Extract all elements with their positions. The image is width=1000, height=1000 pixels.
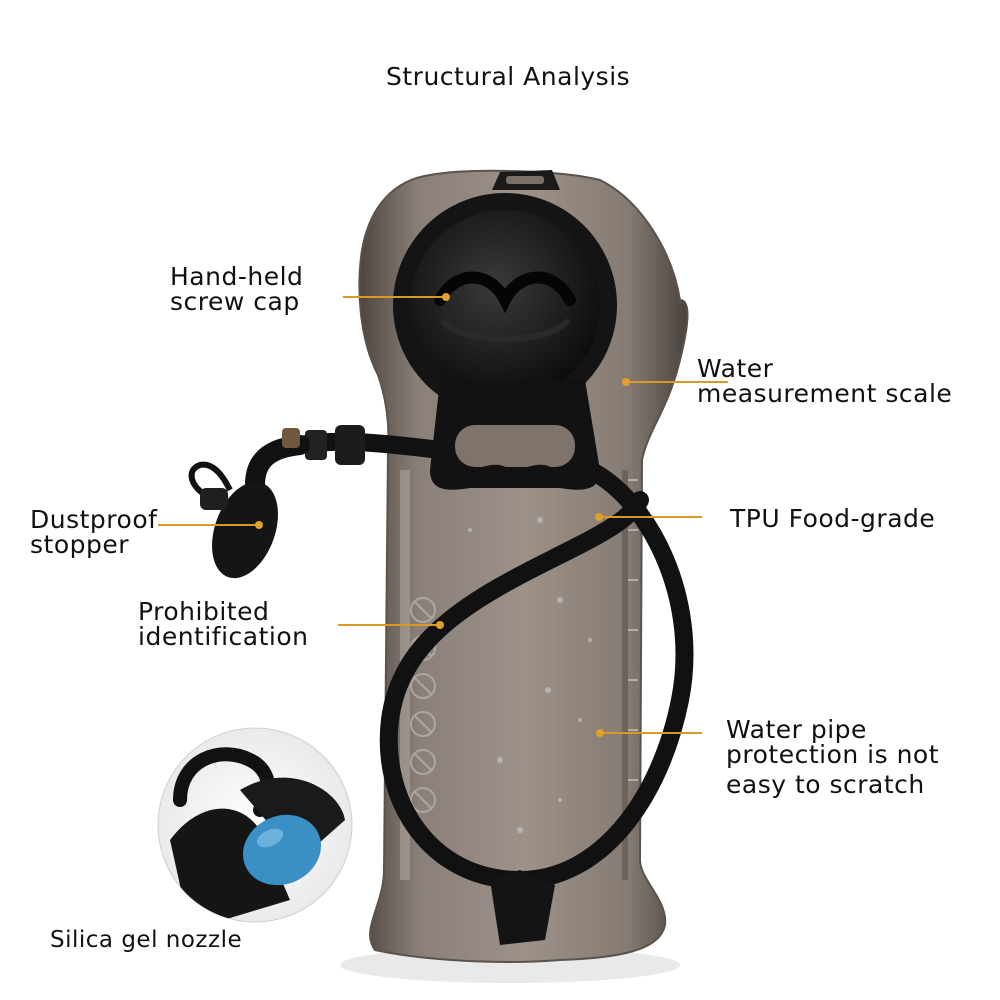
marker-measurement-scale: [622, 378, 630, 386]
marker-water-pipe: [596, 729, 604, 737]
inset-caption: Silica gel nozzle: [50, 927, 243, 953]
dustproof-stopper: [212, 481, 278, 579]
leader-water-pipe: [600, 732, 702, 734]
label-tpu-food-grade: TPU Food-grade: [730, 504, 936, 533]
inset-nozzle-closeup: [157, 727, 353, 923]
leader-measurement-scale: [628, 381, 728, 383]
leader-prohibited-identification: [338, 624, 438, 626]
leader-tpu-food-grade: [600, 516, 702, 518]
bite-valve-elbow: [245, 435, 310, 495]
page-title: Structural Analysis: [386, 62, 631, 91]
measurement-scale: [628, 479, 638, 781]
bottom-clip: [490, 870, 555, 945]
marker-tpu-food-grade: [595, 513, 603, 521]
droplets: [468, 517, 592, 833]
silica-nozzle-tip: [243, 814, 321, 886]
marker-prohibited-identification: [436, 621, 444, 629]
leader-dustproof-stopper: [158, 524, 258, 526]
leader-screw-cap: [343, 296, 445, 298]
marker-screw-cap: [442, 293, 450, 301]
marker-dustproof-stopper: [255, 521, 263, 529]
